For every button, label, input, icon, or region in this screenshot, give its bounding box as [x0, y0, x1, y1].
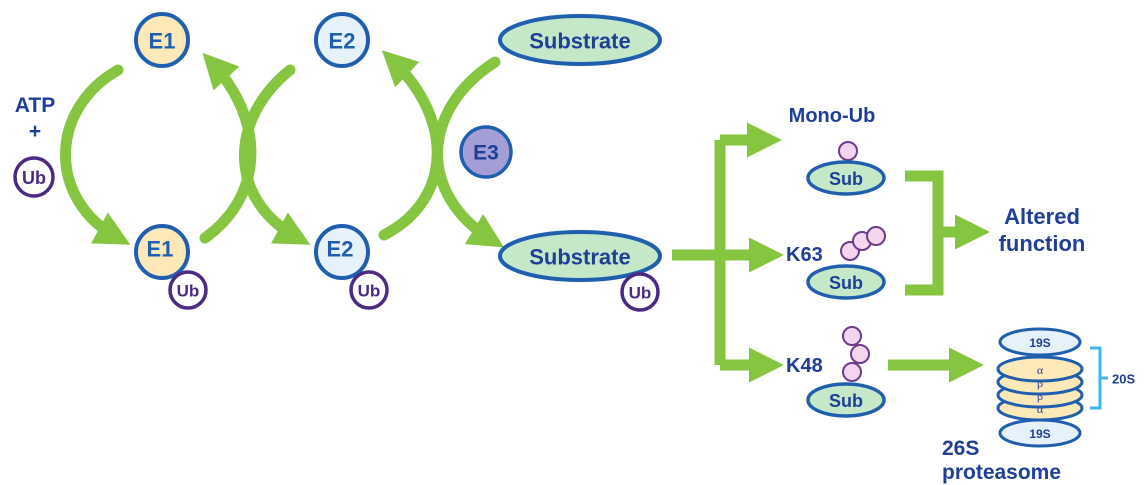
ub-badge-e2 [349, 270, 389, 310]
beta-label-top: β [1037, 376, 1043, 390]
e3-node: E3 [459, 125, 513, 179]
cap-label-top: 19S [1029, 336, 1050, 350]
altered-label-line1: Altered [1004, 204, 1080, 229]
alpha-label-bottom: α [1037, 402, 1044, 416]
plus-label: + [29, 120, 41, 143]
e1-node-top: E1 [134, 12, 190, 68]
ub-label: Ub [22, 168, 46, 188]
k63-label: K63 [786, 244, 823, 266]
ub-bead [842, 362, 862, 382]
e2-label-bottom: E2 [327, 237, 354, 262]
ub-bead [842, 326, 862, 346]
ub-label-substrate: Ub [629, 284, 652, 303]
ub-badge-substrate [620, 272, 660, 312]
substrate-label-bottom: Substrate [529, 245, 630, 270]
ub-bead [838, 141, 858, 161]
k63-sub: Sub [806, 226, 886, 300]
e2-node-top: E2 [314, 12, 370, 68]
arrow-substrate-to-substrate-ub [432, 56, 505, 248]
k48-label: K48 [786, 355, 823, 377]
e1-node-bottom: E1 Ub [134, 224, 208, 310]
proteasome-label-line1: 26S [942, 437, 979, 460]
branch-arrows [672, 122, 991, 383]
alpha-label-top: α [1037, 363, 1044, 377]
bracket-altered [905, 170, 944, 296]
ub-label-e1: Ub [177, 282, 200, 301]
ub-bead [866, 226, 886, 246]
e1-label-bottom: E1 [147, 237, 174, 262]
core-bracket [1090, 346, 1108, 410]
mono-ub-label: Mono-Ub [789, 105, 876, 127]
ub-bead [850, 344, 870, 364]
sub-label-k63: Sub [829, 273, 863, 293]
sub-label-k48: Sub [829, 391, 863, 411]
arrow-e1-ub-to-e1 [199, 52, 257, 244]
cycle-arrows [60, 50, 505, 248]
e2-label-top: E2 [329, 29, 356, 54]
altered-label-line2: function [999, 231, 1086, 256]
substrate-node-bottom: Substrate Ub [498, 230, 662, 312]
substrate-node-top: Substrate [498, 14, 662, 66]
sub-label-mono: Sub [829, 169, 863, 189]
e1-label-top: E1 [149, 29, 176, 54]
e3-label: E3 [473, 142, 499, 165]
arrow-atp-to-e1-ub [60, 64, 131, 245]
e2-node-bottom: E2 Ub [314, 224, 389, 310]
proteasome-stack: 19S α β β α 19S [996, 327, 1084, 448]
ub-badge-e1 [168, 270, 208, 310]
arrow-e2-ub-to-e2 [378, 50, 443, 241]
ub-node-free: Ub [13, 156, 55, 198]
proteasome-label-line2: proteasome [942, 461, 1061, 484]
substrate-label-top: Substrate [529, 29, 630, 54]
atp-label: ATP [15, 94, 55, 117]
arrow-e1-to-e2-ub [239, 64, 311, 245]
core-label: 20S [1112, 372, 1135, 387]
ub-label-e2: Ub [358, 282, 381, 301]
beta-label-bottom: β [1037, 389, 1043, 403]
mono-ub-sub: Sub [806, 141, 886, 196]
cap-label-bottom: 19S [1029, 427, 1050, 441]
k48-sub: Sub [806, 326, 886, 418]
